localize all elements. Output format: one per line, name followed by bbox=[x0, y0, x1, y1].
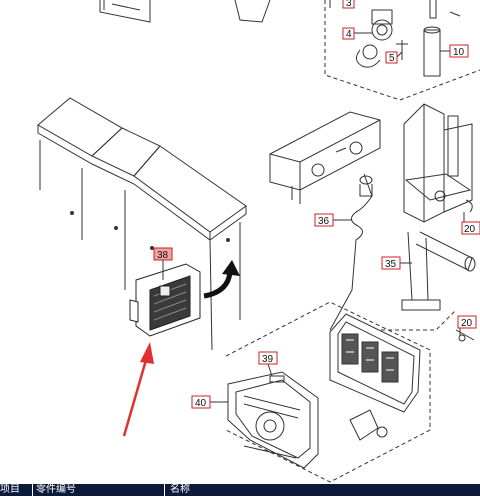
svg-text:5: 5 bbox=[389, 53, 395, 64]
column-separator bbox=[164, 484, 165, 496]
svg-text:40: 40 bbox=[195, 398, 207, 409]
header-part-name: 名称 bbox=[170, 484, 190, 495]
callout-39: 39 bbox=[258, 351, 278, 365]
callout-10: 10 bbox=[449, 44, 469, 58]
lower-exploded-group-outline bbox=[225, 301, 431, 483]
callout-20-upper: 20 bbox=[461, 221, 480, 235]
callout-36: 36 bbox=[314, 213, 334, 227]
svg-text:20: 20 bbox=[461, 318, 473, 329]
header-item-no: 项目 bbox=[0, 484, 20, 495]
callout-3: 3 bbox=[342, 0, 355, 9]
red-pointer-arrow bbox=[122, 342, 154, 437]
callout-4: 4 bbox=[342, 27, 355, 40]
exploded-parts-diagram: 3 4 5 10 20 20 35 36 38 39 40 bbox=[37, 0, 480, 483]
callout-20-lower: 20 bbox=[457, 315, 477, 329]
callout-35: 35 bbox=[381, 256, 401, 270]
top-right-exploded-group bbox=[324, 0, 480, 101]
column-separator bbox=[32, 484, 33, 496]
svg-text:20: 20 bbox=[464, 224, 476, 235]
callout-38: 38 bbox=[153, 247, 173, 261]
right-machine-detail bbox=[403, 103, 473, 223]
display-panel bbox=[329, 313, 421, 441]
top-left-bracket-part bbox=[99, 0, 271, 23]
svg-text:4: 4 bbox=[346, 29, 352, 40]
removal-arrow-head bbox=[222, 260, 240, 276]
control-box-part-38 bbox=[129, 263, 201, 337]
header-part-number: 零件编号 bbox=[36, 484, 76, 495]
svg-text:3: 3 bbox=[346, 0, 352, 9]
front-cover-part-40 bbox=[227, 371, 319, 469]
svg-text:39: 39 bbox=[262, 354, 274, 365]
svg-text:38: 38 bbox=[157, 250, 169, 261]
callout-5: 5 bbox=[385, 51, 398, 64]
stand-post-part-35 bbox=[374, 231, 476, 342]
svg-text:36: 36 bbox=[318, 216, 330, 227]
svg-text:10: 10 bbox=[453, 47, 465, 58]
removal-direction-arrow bbox=[203, 271, 233, 299]
parts-table-header: 项目 零件编号 名称 bbox=[0, 484, 480, 496]
svg-text:35: 35 bbox=[385, 259, 397, 270]
callout-40: 40 bbox=[191, 395, 211, 409]
